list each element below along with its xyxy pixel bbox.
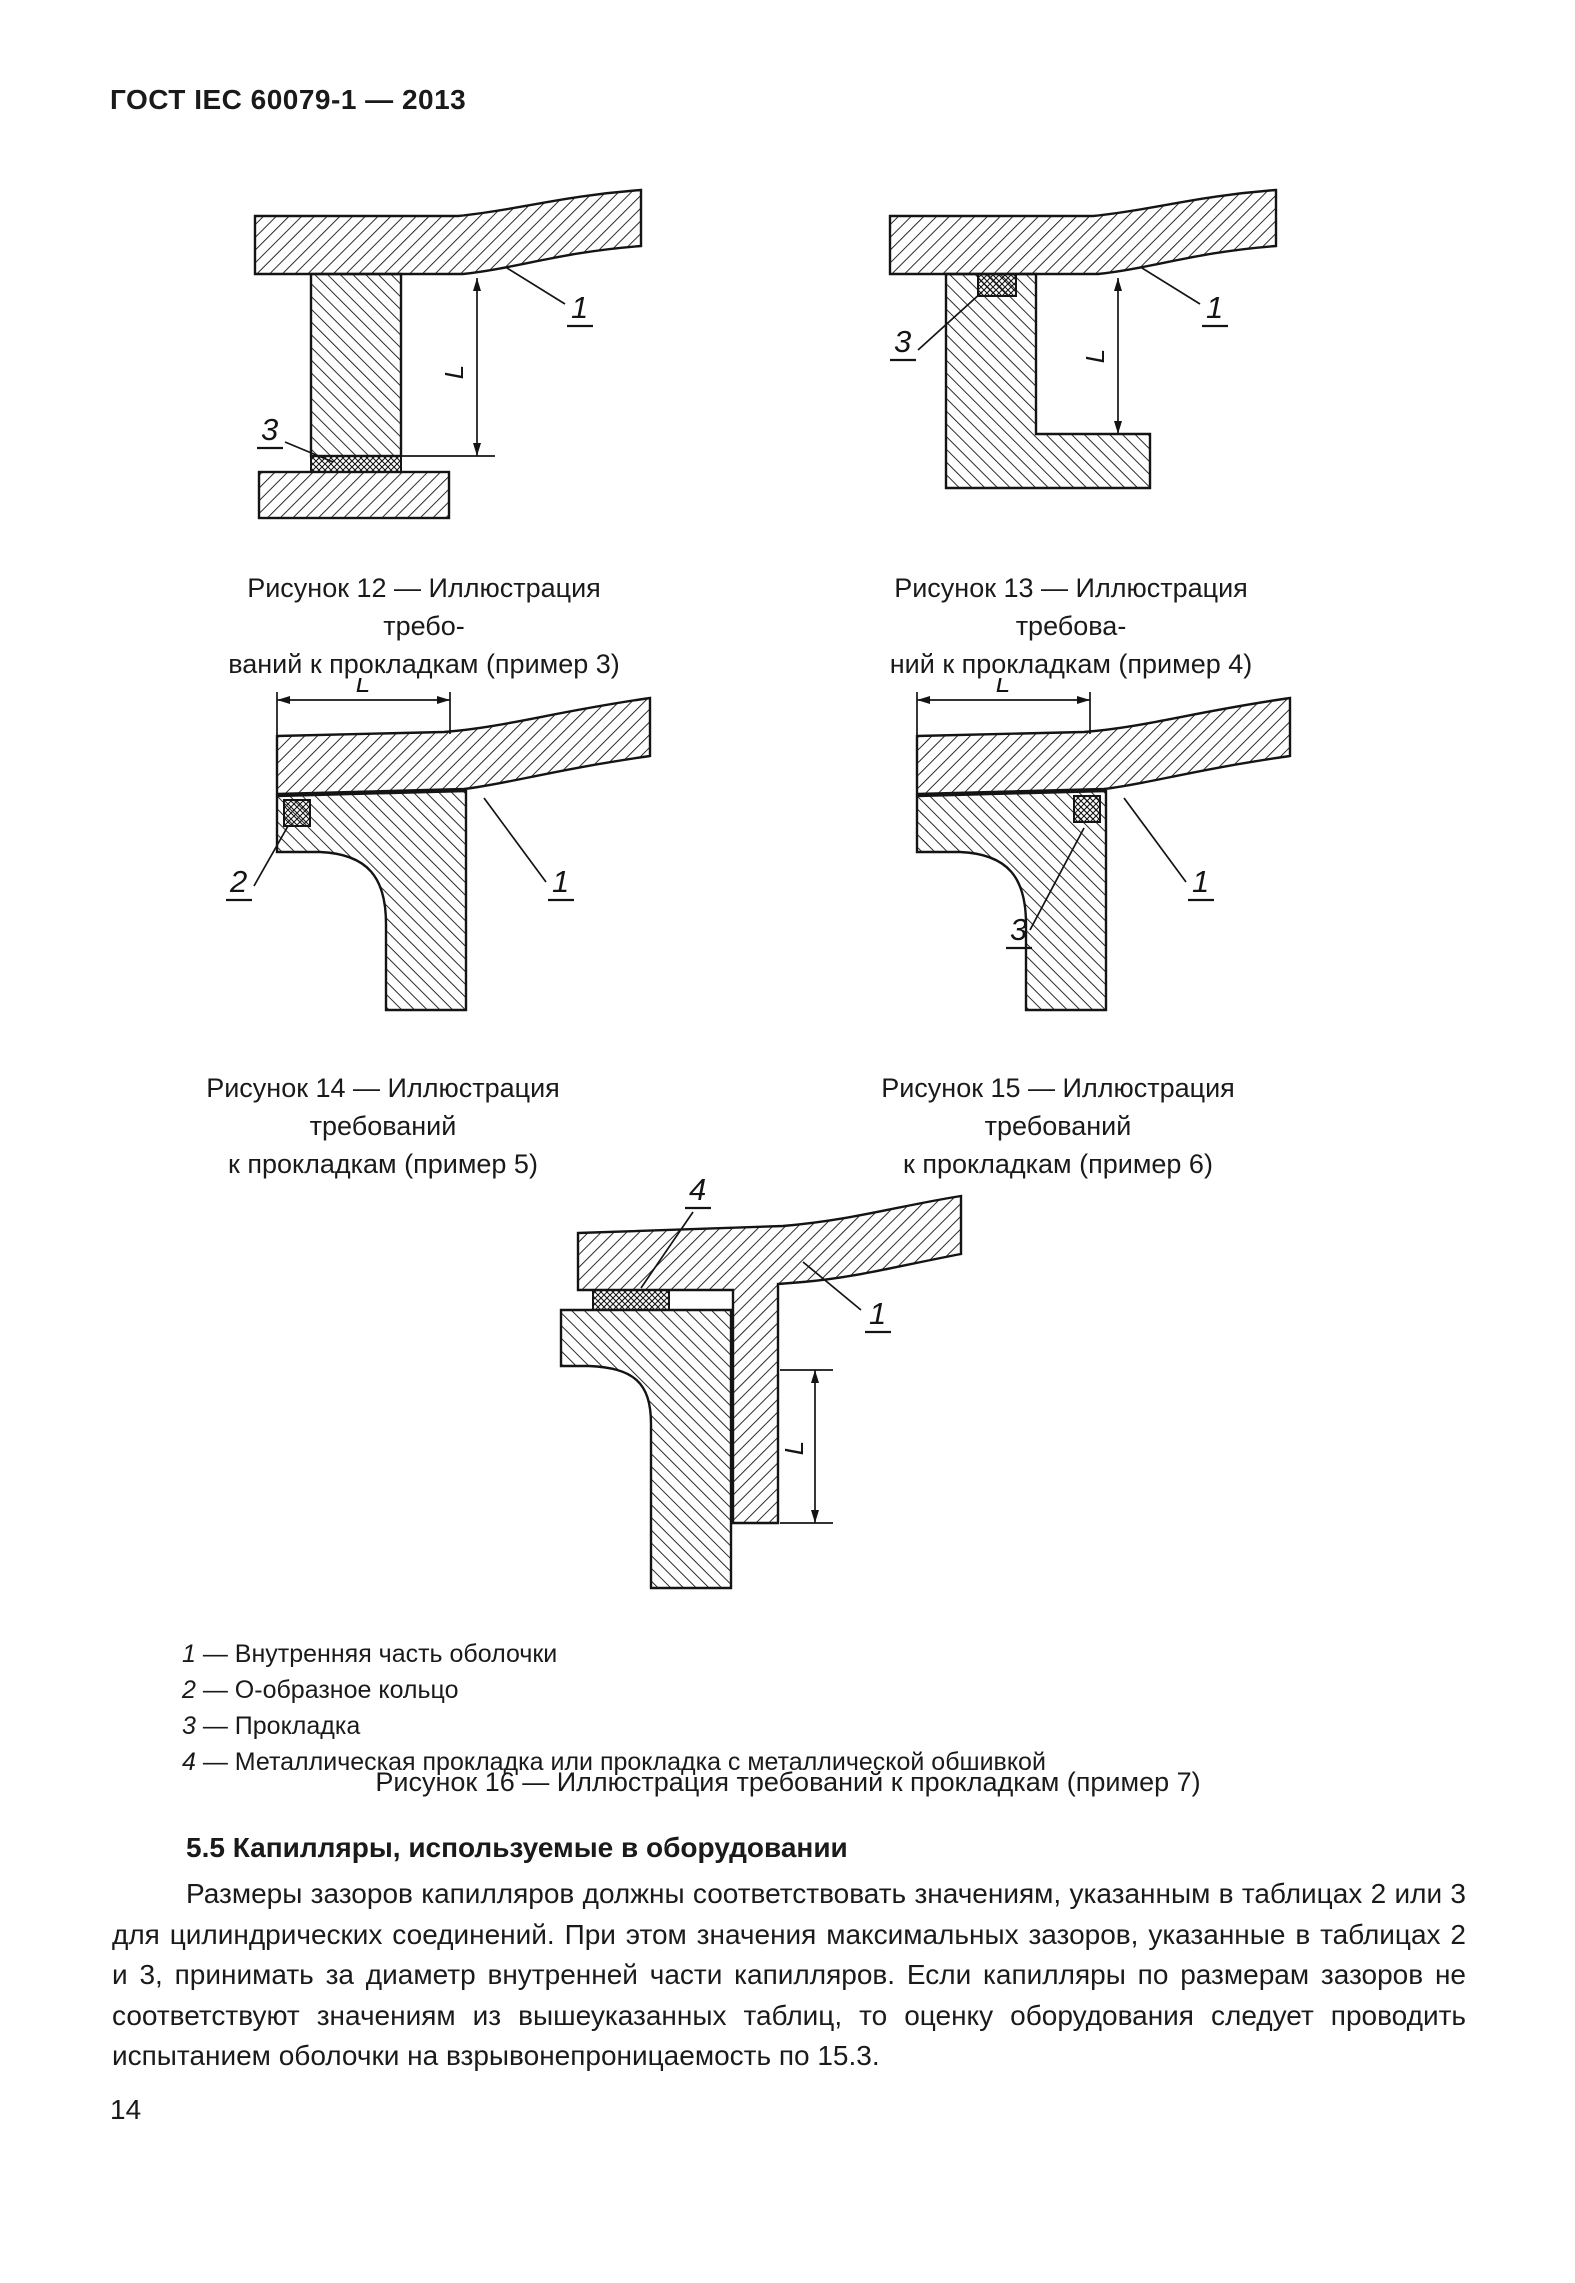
mating-body: [275, 789, 468, 1012]
leader-line-2: [253, 825, 289, 887]
dim-arrow-up-icon: [473, 278, 481, 291]
legend-item-number: 2: [182, 1676, 196, 1704]
legend-item-text: — Металлическая прокладка или прокладка …: [202, 1748, 1046, 1776]
caption-line: к прокладкам (пример 5): [228, 1148, 538, 1179]
section-heading: 5.5 Капилляры, используемые в оборудован…: [186, 1832, 848, 1863]
enclosure-inner-flange: [275, 696, 652, 796]
legend-item-text: — Внутренняя часть оболочки: [202, 1640, 558, 1668]
part-label-2: 2: [229, 864, 247, 899]
leader-line-3: [284, 441, 334, 463]
body-paragraph: Размеры зазоров капилляров должны соотве…: [112, 1878, 1466, 2072]
enclosure-inner-flange: [888, 188, 1278, 276]
legend-item-number: 4: [182, 1748, 196, 1776]
dim-arrow-down-icon: [1114, 421, 1122, 434]
caption-line: Рисунок 14 — Иллюстрация требований: [206, 1073, 560, 1141]
part-label-4: 4: [689, 1178, 706, 1207]
leader-line-1: [483, 797, 547, 883]
dim-arrow-up-icon: [1114, 278, 1122, 291]
legend-item-number: 1: [182, 1640, 196, 1668]
figure-13-drawing: L 1 3: [888, 188, 1278, 490]
document-header: ГОСТ IEC 60079-1 — 2013: [110, 84, 467, 115]
dim-label-L: L: [996, 678, 1010, 698]
legend-item: 3 — Прокладка: [182, 1708, 1046, 1744]
part-label-1: 1: [571, 290, 588, 325]
dim-label-L: L: [1080, 349, 1110, 363]
leader-line-1: [802, 1261, 862, 1311]
leader-line-3: [917, 291, 983, 351]
caption-line: ваний к прокладкам (пример 3): [228, 648, 620, 679]
figure-15-drawing: L 3 1: [915, 678, 1292, 1012]
mating-body: [915, 789, 1108, 1012]
figure-14-drawing: L 2 1: [226, 678, 652, 1012]
leader-line-1: [1141, 267, 1201, 305]
metal-gasket: [592, 1289, 670, 1311]
figure-14-caption: Рисунок 14 — Иллюстрация требований к пр…: [146, 1070, 620, 1183]
leader-line-3: [1029, 827, 1085, 931]
gasket: [1073, 795, 1101, 823]
part-label-1: 1: [1192, 864, 1209, 899]
figure-16-caption: Рисунок 16 — Иллюстрация требований к пр…: [375, 1767, 1201, 1797]
caption-line: ний к прокладкам (пример 4): [889, 648, 1253, 679]
part-label-1: 1: [552, 864, 569, 899]
figure-12-drawing: L 1 3: [253, 188, 643, 520]
enclosure-inner-flange: [915, 696, 1292, 796]
leader-line-1: [506, 267, 566, 305]
figure-13-caption: Рисунок 13 — Иллюстрация требова- ний к …: [845, 570, 1297, 683]
dim-label-L: L: [779, 1441, 809, 1455]
dim-arrow-left-icon: [277, 696, 290, 704]
leader-line-4: [640, 1211, 694, 1289]
bottom-flange: [257, 470, 451, 520]
gasket: [977, 273, 1017, 297]
o-ring: [283, 799, 311, 827]
dim-arrow-down-icon: [811, 1510, 819, 1523]
legend-item: 4 — Металлическая прокладка или прокладк…: [182, 1744, 1046, 1780]
part-label-3: 3: [1010, 912, 1027, 947]
part-label-1: 1: [869, 1296, 886, 1331]
legend-item-text: — О-образное кольцо: [202, 1676, 459, 1704]
figure-12-caption: Рисунок 12 — Иллюстрация требо- ваний к …: [208, 570, 640, 683]
caption-line: Рисунок 12 — Иллюстрация требо-: [247, 573, 601, 641]
page-number: 14: [110, 2094, 142, 2125]
part-label-3: 3: [894, 324, 911, 359]
figure-legend: 1 — Внутренняя часть оболочки 2 — О-обра…: [182, 1636, 1046, 1780]
caption-line: Рисунок 15 — Иллюстрация требований: [881, 1073, 1235, 1141]
dim-arrow-up-icon: [811, 1370, 819, 1383]
dim-arrow-right-icon: [437, 696, 450, 704]
dim-arrow-left-icon: [917, 696, 930, 704]
figure-15-caption: Рисунок 15 — Иллюстрация требований к пр…: [816, 1070, 1300, 1183]
legend-item-text: — Прокладка: [202, 1712, 361, 1740]
enclosure-inner-flange-with-spigot: [576, 1194, 963, 1525]
dim-arrow-right-icon: [1077, 696, 1090, 704]
mating-wall: [309, 272, 403, 458]
dim-arrow-down-icon: [473, 443, 481, 456]
caption-line: к прокладкам (пример 6): [903, 1148, 1213, 1179]
figure-16-drawing: L 4 1: [559, 1178, 963, 1590]
part-label-1: 1: [1206, 290, 1223, 325]
mating-body: [559, 1308, 733, 1590]
part-label-3: 3: [261, 412, 278, 447]
caption-line: Рисунок 13 — Иллюстрация требова-: [894, 573, 1248, 641]
dim-label-L: L: [439, 365, 469, 379]
enclosure-inner-flange: [253, 188, 643, 276]
legend-item-number: 3: [182, 1712, 196, 1740]
leader-line-1: [1123, 797, 1187, 883]
legend-item: 2 — О-образное кольцо: [182, 1672, 1046, 1708]
legend-item: 1 — Внутренняя часть оболочки: [182, 1636, 1046, 1672]
dim-label-L: L: [356, 678, 370, 698]
mating-wall-with-foot: [944, 272, 1152, 490]
